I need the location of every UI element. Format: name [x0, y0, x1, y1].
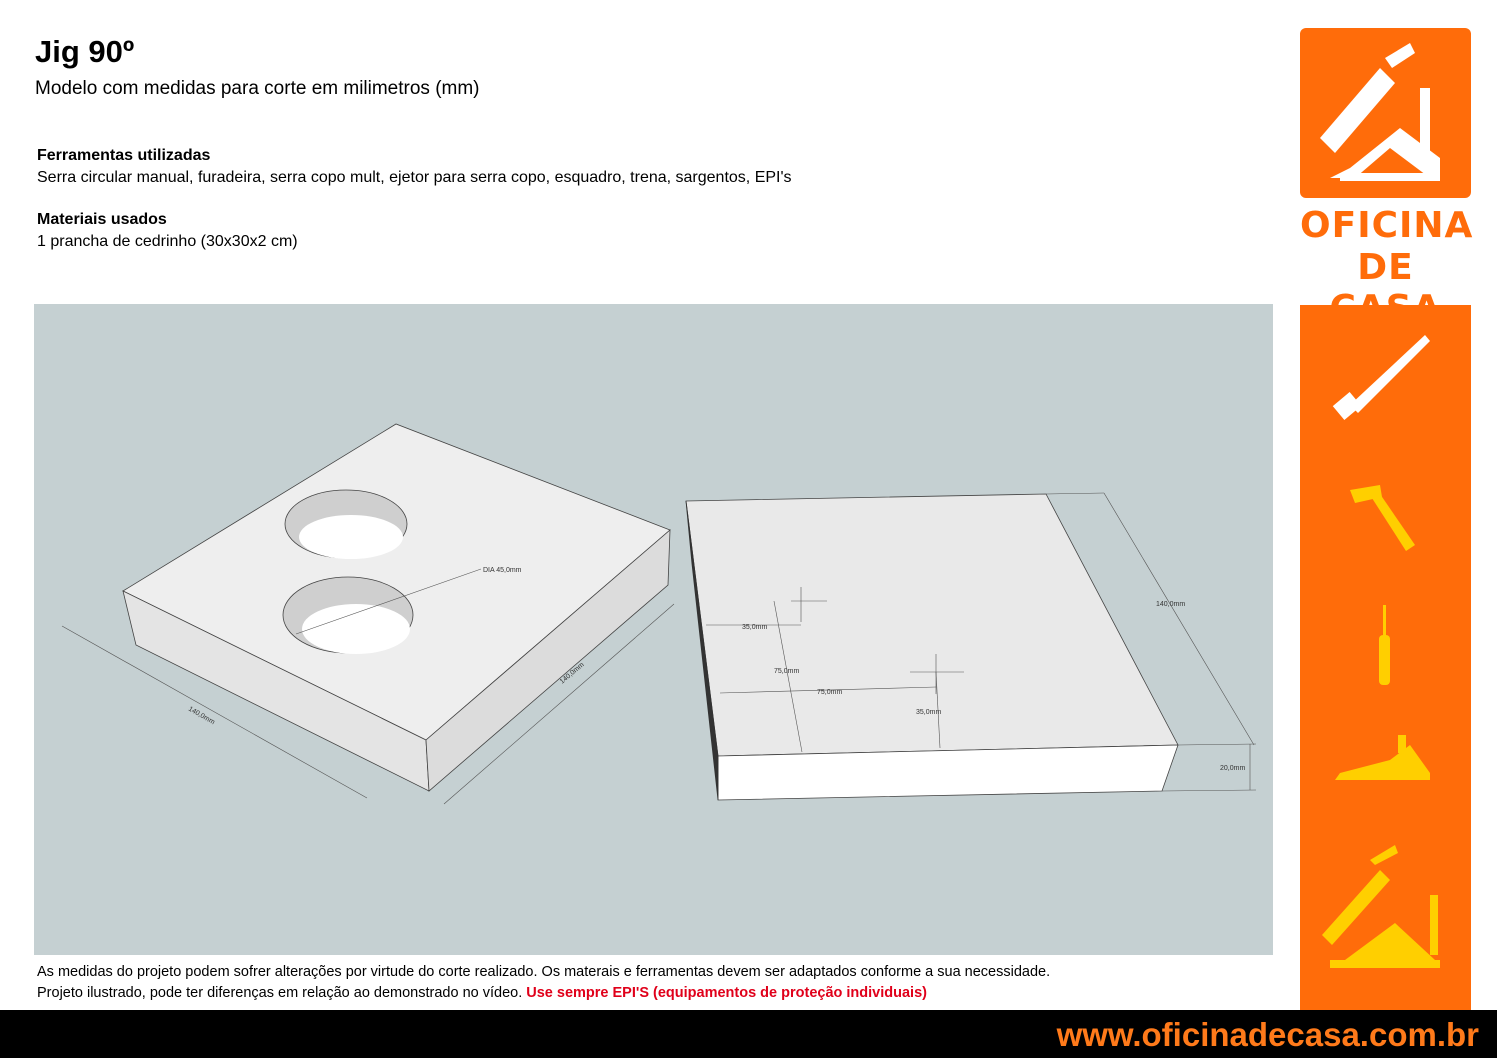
materials-heading: Materiais usados: [37, 211, 167, 228]
right-side-dim: [1103, 492, 1255, 746]
hammer-icon: [1350, 485, 1415, 551]
page-title: Jig 90º: [35, 34, 135, 69]
right-ext-line-2: [1177, 743, 1257, 746]
materials-text: 1 prancha de cedrinho (30x30x2 cm): [37, 233, 298, 250]
hole-top-inner: [299, 515, 403, 559]
brand-sidebar: OFICINA DE CASA: [1300, 0, 1474, 1010]
right-ext-line-1: [1045, 492, 1105, 495]
tools-strip-svg: [1322, 335, 1440, 968]
right-board: 140,0mm 20,0mm 35,0mm 75,0mm 75,0mm 35,0…: [685, 492, 1257, 801]
left-board-top: [122, 423, 671, 741]
drawing-svg: DIA 45,0mm 140,0mm 140,0mm 140,0mm 20,0m…: [61, 423, 1257, 805]
project-drawing: DIA 45,0mm 140,0mm 140,0mm 140,0mm 20,0m…: [34, 304, 1273, 955]
house-tools-icon: [1322, 845, 1440, 968]
left-board-side: [425, 529, 671, 792]
left-depth-dim: [443, 603, 675, 805]
disclaimer-text: Projeto ilustrado, pode ter diferenças e…: [37, 985, 523, 1001]
hole-bottom-inner: [302, 604, 410, 654]
right-ext-line-3: [1161, 789, 1257, 792]
disclaimer-line-2: Projeto ilustrado, pode ter diferenças e…: [37, 985, 927, 1001]
offset-label-d: 35,0mm: [916, 709, 941, 716]
tools-strip: [1300, 305, 1471, 1010]
right-board-left-edge: [685, 500, 719, 801]
website-url[interactable]: www.oficinadecasa.com.br: [1056, 1016, 1479, 1053]
left-width-dim: [61, 625, 368, 799]
saw-icon: [1332, 335, 1430, 420]
offset-dim-d: [935, 671, 941, 749]
brand-logo: [1300, 28, 1471, 198]
offset-label-b: 75,0mm: [774, 668, 799, 675]
disclaimer-line-1: As medidas do projeto podem sofrer alter…: [37, 964, 1051, 980]
tools-text: Serra circular manual, furadeira, serra …: [37, 169, 792, 186]
screwdriver-icon: [1379, 605, 1390, 685]
right-thickness-label: 20,0mm: [1220, 765, 1245, 772]
offset-dim-b: [773, 600, 803, 753]
right-side-label: 140,0mm: [1156, 601, 1185, 608]
hole-leader: [295, 568, 482, 635]
left-width-label: 140,0mm: [187, 706, 216, 727]
offset-label-a: 35,0mm: [742, 624, 767, 631]
offset-label-c: 75,0mm: [817, 689, 842, 696]
logo-house-tools-icon: [1320, 43, 1440, 181]
page-subtitle: Modelo com medidas para corte em milimet…: [35, 78, 480, 99]
hand-plane-icon: [1335, 735, 1430, 780]
safety-warning: Use sempre EPI'S (equipamentos de proteç…: [526, 985, 927, 1001]
hole-diameter-label: DIA 45,0mm: [483, 567, 522, 574]
footer-bar: www.oficinadecasa.com.br: [0, 1010, 1497, 1058]
tools-heading: Ferramentas utilizadas: [37, 147, 211, 164]
left-board: DIA 45,0mm 140,0mm 140,0mm: [61, 423, 675, 805]
brand-name-line-1: OFICINA: [1300, 205, 1474, 246]
offset-dim-c: [719, 686, 937, 694]
